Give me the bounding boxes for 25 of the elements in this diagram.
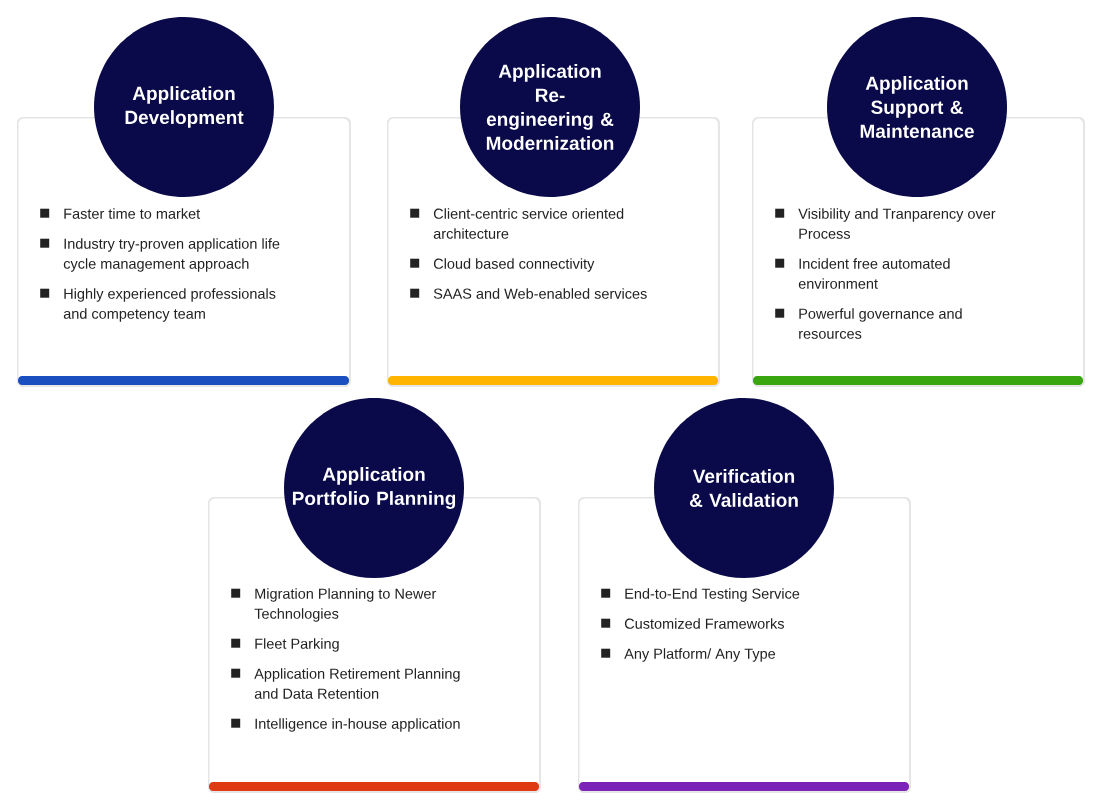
list-item: Application Retirement Planning and Data Retention [254,668,460,699]
list-item: Industry try-proven application life cycle management approach [63,238,280,272]
list-item: SAAS and Web-enabled services [433,288,647,299]
service-card: Verification & Validation End-to-End Testing Service Customized Frameworks Any Platform/ Any Type [578,398,911,793]
list-item: Highly experienced professionals and competency team [63,288,276,322]
node-label: Application [322,467,425,485]
service-card: Application Development Faster time to market Industry try-proven application life cycle management approach Highly experienced professionals and competency team [17,17,351,387]
service-card: Application Re-engineering & Modernization Client-centric service oriented architecture Cloud based connectivity SAAS and Web-enabled services [387,17,720,387]
list-item: End-to-End Testing Service [625,588,800,602]
list-item: Powerful governance and resources [799,308,962,339]
service-card: Application Portfolio Planning Migration Planning to Newer Technologies Fleet Parking Application Retirement Planning and Data Retention Intelligence in-house application [208,398,541,793]
node-label: Application Support & [865,76,968,118]
node-label: Application [132,86,235,104]
node-label: Verification [692,469,795,483]
list-item: Any Platform/ Any Type [624,648,776,662]
list-item: Incident free automated environment [798,258,950,289]
list-item: Migration Planning to Newer Technologies [254,588,437,622]
list-item: Customized Frameworks [624,618,784,629]
list-item: Fleet Parking [255,638,339,652]
list-item: Faster time to market [64,208,201,219]
list-item: Intelligence in-house application [255,718,460,732]
service-card: Application Support & Maintenance Visibility and Tranparency over Process Incident free automated environment Powerful governance and resources [752,17,1085,387]
list-item: Cloud based connectivity [433,258,595,272]
list-item: Visibility and Tranparency over Process [798,208,996,239]
list-item: Client-centric service oriented architecture [433,208,624,239]
